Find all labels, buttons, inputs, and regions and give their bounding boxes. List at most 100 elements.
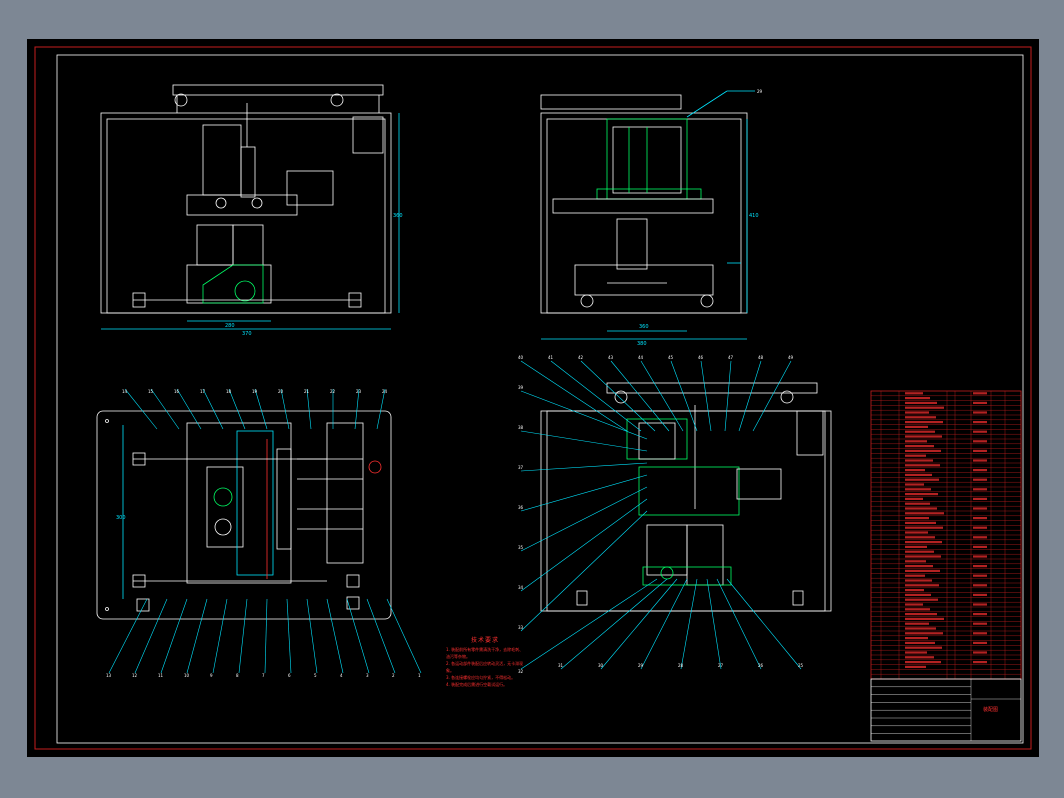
svg-text:41: 41 bbox=[548, 355, 554, 360]
svg-text:15: 15 bbox=[148, 389, 154, 394]
notes-item: 4. 装配完成后需进行空载试运行。 bbox=[446, 682, 508, 687]
part-balloon: 22 bbox=[330, 389, 336, 429]
svg-text:30: 30 bbox=[598, 663, 604, 668]
svg-text:39: 39 bbox=[518, 385, 524, 390]
svg-text:45: 45 bbox=[668, 355, 674, 360]
part-balloon: 18 bbox=[226, 388, 246, 430]
part-balloon: 36 bbox=[518, 474, 648, 512]
part-balloon: 49 bbox=[752, 355, 794, 432]
svg-text:14: 14 bbox=[122, 389, 128, 394]
side-dim-410: 410 bbox=[749, 213, 759, 219]
svg-text:38: 38 bbox=[518, 425, 524, 430]
svg-text:16: 16 bbox=[174, 389, 180, 394]
section-view bbox=[540, 382, 832, 612]
svg-text:7: 7 bbox=[262, 673, 265, 678]
front-view bbox=[100, 84, 400, 330]
inner-frame bbox=[56, 54, 1024, 744]
bearing-icon bbox=[330, 93, 344, 107]
bearing-icon bbox=[174, 93, 188, 107]
svg-text:1: 1 bbox=[418, 673, 421, 678]
svg-text:46: 46 bbox=[698, 355, 704, 360]
part-balloon: 26 bbox=[716, 578, 764, 670]
svg-text:3: 3 bbox=[366, 673, 369, 678]
svg-text:2: 2 bbox=[392, 673, 395, 678]
gear-icon bbox=[234, 280, 256, 302]
part-balloon: 24 bbox=[376, 388, 388, 430]
svg-text:24: 24 bbox=[382, 389, 388, 394]
part-balloon: 42 bbox=[578, 355, 656, 432]
svg-text:27: 27 bbox=[718, 663, 724, 668]
part-balloon: 43 bbox=[608, 355, 670, 432]
svg-text:44: 44 bbox=[638, 355, 644, 360]
svg-text:10: 10 bbox=[184, 673, 190, 678]
gear-icon bbox=[660, 566, 674, 580]
part-balloon: 46 bbox=[698, 355, 712, 432]
part-balloon: 39 bbox=[518, 385, 648, 440]
part-balloon: 7 bbox=[262, 598, 268, 678]
svg-text:4: 4 bbox=[340, 673, 343, 678]
cad-drawing: 370 280 360 380 360 410 bbox=[34, 46, 1032, 750]
svg-text:31: 31 bbox=[558, 663, 564, 668]
front-dim-370: 370 bbox=[242, 331, 252, 337]
notes-item: 1. 装配前所有零件需清洗干净，去除毛刺、油污等杂物。 bbox=[446, 647, 524, 659]
part-balloon: 32 bbox=[518, 578, 658, 674]
part-balloon: 44 bbox=[638, 355, 684, 432]
outer-frame bbox=[34, 46, 1032, 750]
part-balloon: 25 bbox=[726, 578, 804, 670]
side-balloon: 29 bbox=[757, 89, 763, 94]
svg-text:23: 23 bbox=[356, 389, 362, 394]
part-balloon: 8 bbox=[236, 598, 248, 678]
svg-text:25: 25 bbox=[798, 663, 804, 668]
svg-text:20: 20 bbox=[278, 389, 284, 394]
part-balloon: 30 bbox=[598, 578, 678, 670]
part-balloon: 48 bbox=[738, 355, 764, 432]
part-balloon: 3 bbox=[346, 598, 370, 678]
part-balloon: 28 bbox=[678, 578, 698, 670]
svg-text:21: 21 bbox=[304, 389, 310, 394]
drawing-sheet: 370 280 360 380 360 410 bbox=[27, 39, 1039, 757]
part-balloon: 10 bbox=[184, 598, 208, 678]
part-balloon: 45 bbox=[668, 355, 698, 432]
part-balloon: 4 bbox=[326, 598, 344, 678]
bearing-icon bbox=[780, 390, 794, 404]
side-dim-380: 380 bbox=[637, 341, 647, 347]
svg-text:32: 32 bbox=[518, 669, 524, 674]
gear-icon bbox=[213, 487, 233, 507]
svg-text:35: 35 bbox=[518, 545, 524, 550]
svg-text:18: 18 bbox=[226, 389, 232, 394]
svg-text:8: 8 bbox=[236, 673, 239, 678]
part-balloon: 37 bbox=[518, 462, 648, 472]
svg-text:42: 42 bbox=[578, 355, 584, 360]
svg-text:36: 36 bbox=[518, 505, 524, 510]
part-balloon: 40 bbox=[518, 355, 628, 432]
svg-text:37: 37 bbox=[518, 465, 524, 470]
drawing-name: 装配图 bbox=[983, 706, 998, 713]
part-balloon: 15 bbox=[148, 388, 180, 430]
notes-item: 2. 各运动部件装配后应转动灵活，无卡滞现象。 bbox=[446, 661, 524, 673]
part-balloon: 12 bbox=[132, 598, 168, 678]
part-balloon: 23 bbox=[354, 388, 362, 430]
part-balloon: 33 bbox=[518, 510, 648, 632]
part-balloon: 47 bbox=[724, 355, 734, 432]
svg-text:43: 43 bbox=[608, 355, 614, 360]
side-dim-360: 360 bbox=[639, 324, 649, 330]
part-balloon: 31 bbox=[558, 578, 668, 670]
part-balloon: 17 bbox=[200, 388, 224, 430]
part-balloon: 14 bbox=[122, 388, 158, 430]
part-balloon: 11 bbox=[158, 598, 188, 678]
svg-text:49: 49 bbox=[788, 355, 794, 360]
part-balloon: 35 bbox=[518, 486, 648, 552]
svg-text:17: 17 bbox=[200, 389, 206, 394]
part-balloon: 29 bbox=[638, 578, 688, 670]
part-balloon: 16 bbox=[174, 388, 202, 430]
svg-text:11: 11 bbox=[158, 673, 164, 678]
front-dim-360: 360 bbox=[393, 213, 403, 219]
svg-text:28: 28 bbox=[678, 663, 684, 668]
part-balloon: 9 bbox=[210, 598, 228, 678]
svg-text:40: 40 bbox=[518, 355, 524, 360]
side-view bbox=[540, 90, 755, 340]
part-balloon: 27 bbox=[706, 578, 724, 670]
notes-item: 3. 各连接螺栓应均匀拧紧，不得松动。 bbox=[446, 675, 516, 680]
